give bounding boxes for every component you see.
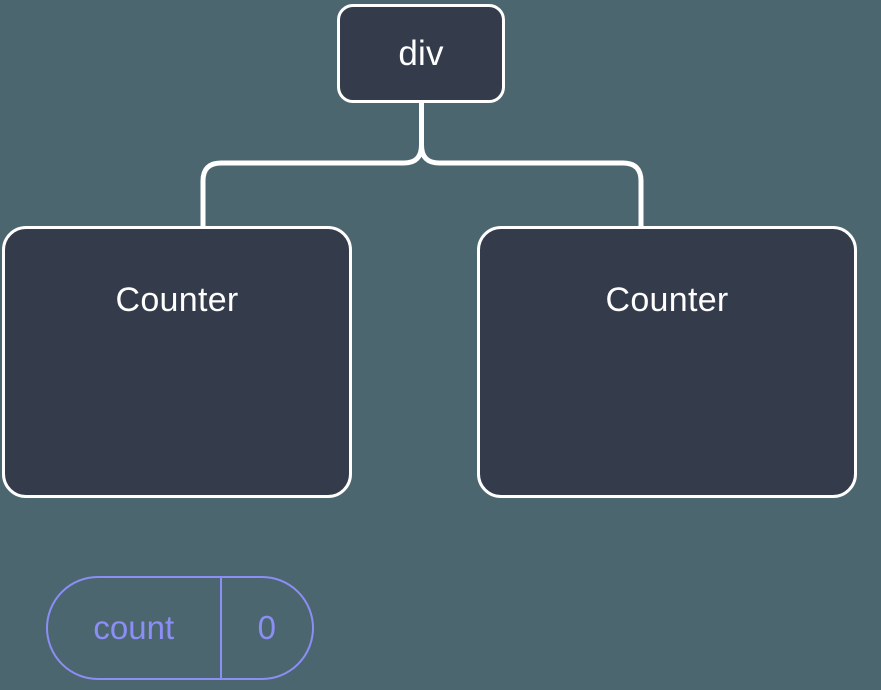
diagram-canvas: div Counter count 0 Counter count 1 — [2, 4, 857, 680]
state-value-label-left: 0 — [219, 578, 312, 678]
state-pill-count-left[interactable]: count 0 — [46, 576, 314, 680]
connector-right — [419, 98, 644, 229]
node-div-label: div — [398, 33, 444, 73]
node-div[interactable]: div — [337, 4, 505, 103]
node-counter-right[interactable]: Counter count 1 — [477, 226, 857, 498]
node-counter-left[interactable]: Counter count 0 — [2, 226, 352, 680]
node-counter-left-title: Counter — [115, 281, 239, 319]
connector-left — [200, 98, 424, 229]
node-counter-right-title: Counter — [605, 281, 729, 319]
state-key-label-left: count — [93, 609, 175, 646]
